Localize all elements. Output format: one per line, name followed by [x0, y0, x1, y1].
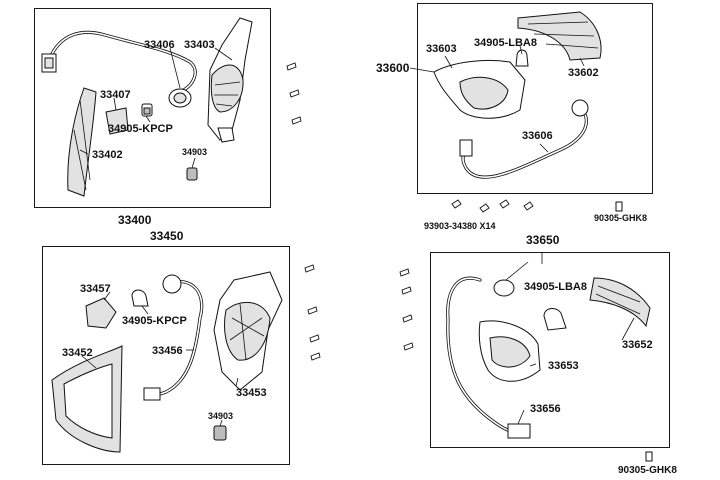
rear-right-bulb [543, 308, 567, 331]
front-left-wire-harness [41, 30, 197, 94]
rear-right-leader-lines [505, 252, 635, 425]
rear-right-screws [399, 268, 414, 351]
part-label-33456: 33456 [152, 345, 183, 357]
part-label-90305-ghk8-rear: 90305-GHK8 [618, 465, 677, 476]
rear-left-bulb [131, 289, 149, 307]
front-right-bulb [515, 49, 529, 67]
part-label-33602: 33602 [568, 67, 599, 79]
part-label-33452: 33452 [62, 347, 93, 359]
part-label-34903-rear: 34903 [208, 411, 234, 421]
part-label-33457: 33457 [80, 283, 111, 295]
part-label-34905-kpcp-front: 34905-KPCP [108, 123, 173, 135]
part-label-33656: 33656 [530, 403, 561, 415]
front-left-bulb [141, 103, 153, 117]
part-label-90305-ghk8-front: 90305-GHK8 [594, 213, 648, 223]
part-label-33407: 33407 [100, 89, 131, 101]
rear-right-assembly-frame [430, 252, 670, 448]
front-left-reflector [105, 107, 129, 135]
rear-right-wire-harness [446, 276, 531, 439]
front-left-socket [168, 88, 192, 108]
part-label-33606: 33606 [522, 130, 553, 142]
part-label-34905-lba8-front: 34905-LBA8 [474, 37, 537, 49]
rear-left-assembly-frame [42, 246, 290, 465]
part-label-33453: 33453 [236, 387, 267, 399]
part-label-33653: 33653 [548, 360, 579, 372]
rear-left-wire-harness [143, 274, 204, 401]
assembly-label-33450: 33450 [150, 229, 184, 243]
part-label-33402: 33402 [92, 149, 123, 161]
rear-right-housing [478, 320, 541, 382]
part-label-33603: 33603 [426, 43, 457, 55]
front-left-grommet [186, 167, 198, 181]
part-label-34905-kpcp-rear: 34905-KPCP [122, 315, 187, 327]
rear-right-lens [589, 277, 651, 328]
rear-left-housing [213, 271, 283, 391]
part-label-93903-34380: 93903-34380 X14 [424, 221, 496, 231]
part-label-33406: 33406 [144, 39, 175, 51]
rear-left-leader-lines [81, 291, 239, 427]
front-right-screws [451, 199, 623, 213]
front-left-screws [286, 62, 302, 125]
part-label-33403: 33403 [184, 39, 215, 51]
rear-left-screws [304, 264, 321, 361]
front-right-assembly-frame [417, 3, 653, 194]
rear-left-grommet [213, 425, 227, 441]
part-label-33652: 33652 [622, 339, 653, 351]
front-right-housing [433, 59, 526, 119]
front-left-leader-lines [79, 47, 233, 169]
front-right-leader-lines [409, 45, 585, 153]
assembly-label-33400: 33400 [118, 213, 152, 227]
rear-left-reflector [85, 297, 117, 329]
front-right-lens [517, 11, 602, 61]
assembly-label-33600: 33600 [376, 61, 410, 75]
rear-left-lens [51, 345, 123, 453]
rear-right-clip [645, 451, 653, 462]
front-left-lens [67, 87, 97, 197]
front-left-housing [207, 17, 253, 143]
part-label-34905-lba8-rear: 34905-LBA8 [524, 281, 587, 293]
front-left-assembly-frame [34, 8, 271, 208]
assembly-label-33650: 33650 [526, 233, 560, 247]
front-right-wire-harness [459, 99, 589, 179]
part-label-34903-front: 34903 [182, 147, 208, 157]
